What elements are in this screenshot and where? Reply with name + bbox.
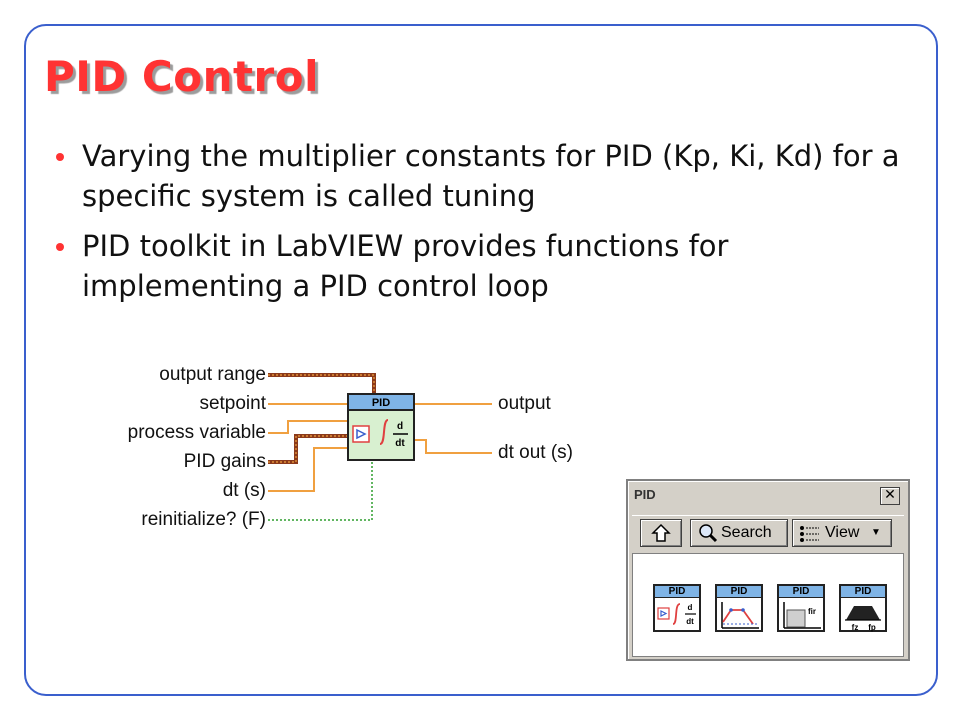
bullet-list: Varying the multiplier constants for PID… — [56, 136, 936, 316]
svg-text:dt: dt — [686, 617, 694, 626]
input-label-reinitialize: reinitialize? (F) — [141, 509, 266, 530]
tile-label: PID — [655, 586, 699, 598]
bullet-item: PID toolkit in LabVIEW provides function… — [56, 226, 936, 306]
tile-label: PID — [841, 586, 885, 598]
bullet-text: Varying the multiplier constants for PID… — [82, 139, 900, 213]
bullet-item: Varying the multiplier constants for PID… — [56, 136, 936, 216]
wire-dt-out — [414, 439, 492, 454]
search-icon — [699, 524, 718, 543]
slide-title: PID Control — [44, 52, 320, 101]
palette-contents: PID d dt PID PID — [632, 553, 904, 657]
pid-wires-and-block: d dt PID — [268, 373, 492, 521]
view-button[interactable]: View ▼ — [792, 519, 892, 547]
output-label-output: output — [498, 393, 551, 414]
pid-vi-block[interactable]: d dt — [347, 393, 415, 461]
pid-palette-window: PID ✕ Search View ▼ PID — [626, 479, 910, 661]
tile-label: PID — [717, 586, 761, 598]
palette-toolbar: Search View ▼ — [632, 515, 904, 547]
palette-title: PID — [634, 487, 656, 502]
up-button[interactable] — [640, 519, 682, 547]
search-label: Search — [721, 524, 772, 541]
pid-integral-derivative-icon: d dt — [657, 603, 696, 626]
bullet-text: PID toolkit in LabVIEW provides function… — [82, 229, 729, 303]
pid-bandpass-tile[interactable]: PID fz fp — [839, 584, 887, 632]
input-label-output-range: output range — [159, 364, 266, 385]
bullet-dot-icon — [56, 243, 64, 251]
svg-text:fp: fp — [868, 623, 876, 632]
input-label-process-variable: process variable — [127, 422, 266, 443]
input-label-dt: dt (s) — [222, 480, 266, 501]
close-button[interactable]: ✕ — [880, 487, 900, 505]
pid-fir-filter-icon: fir — [783, 602, 821, 629]
pid-block-label: PID — [372, 397, 390, 409]
wire-dt — [268, 447, 348, 492]
wire-pid-gains — [268, 434, 348, 464]
output-label-dt-out: dt out (s) — [498, 442, 573, 463]
svg-text:dt: dt — [395, 438, 405, 449]
search-button[interactable]: Search — [690, 519, 788, 547]
pid-block-diagram: output range setpoint process variable P… — [96, 356, 606, 546]
pid-bandpass-icon: fz fp — [845, 606, 881, 632]
pid-setpoint-profile-icon — [721, 602, 759, 629]
close-icon: ✕ — [884, 487, 896, 503]
input-label-setpoint: setpoint — [199, 393, 266, 414]
svg-text:fz: fz — [852, 623, 859, 632]
svg-text:d: d — [688, 603, 693, 612]
svg-text:d: d — [397, 421, 403, 432]
up-arrow-icon — [651, 523, 671, 542]
view-label: View — [825, 524, 860, 541]
input-label-pid-gains: PID gains — [183, 451, 266, 472]
tile-label: PID — [779, 586, 823, 598]
svg-text:fir: fir — [808, 607, 816, 616]
dropdown-arrow-icon: ▼ — [871, 527, 881, 538]
pid-setpoint-profile-tile[interactable]: PID — [715, 584, 763, 632]
pid-fir-filter-tile[interactable]: PID fir — [777, 584, 825, 632]
view-list-icon — [800, 526, 819, 542]
wire-output-range — [268, 373, 376, 396]
bullet-dot-icon — [56, 153, 64, 161]
wire-process-variable — [268, 420, 348, 434]
pid-vi-tile[interactable]: PID d dt — [653, 584, 701, 632]
wire-reinitialize — [268, 460, 373, 521]
